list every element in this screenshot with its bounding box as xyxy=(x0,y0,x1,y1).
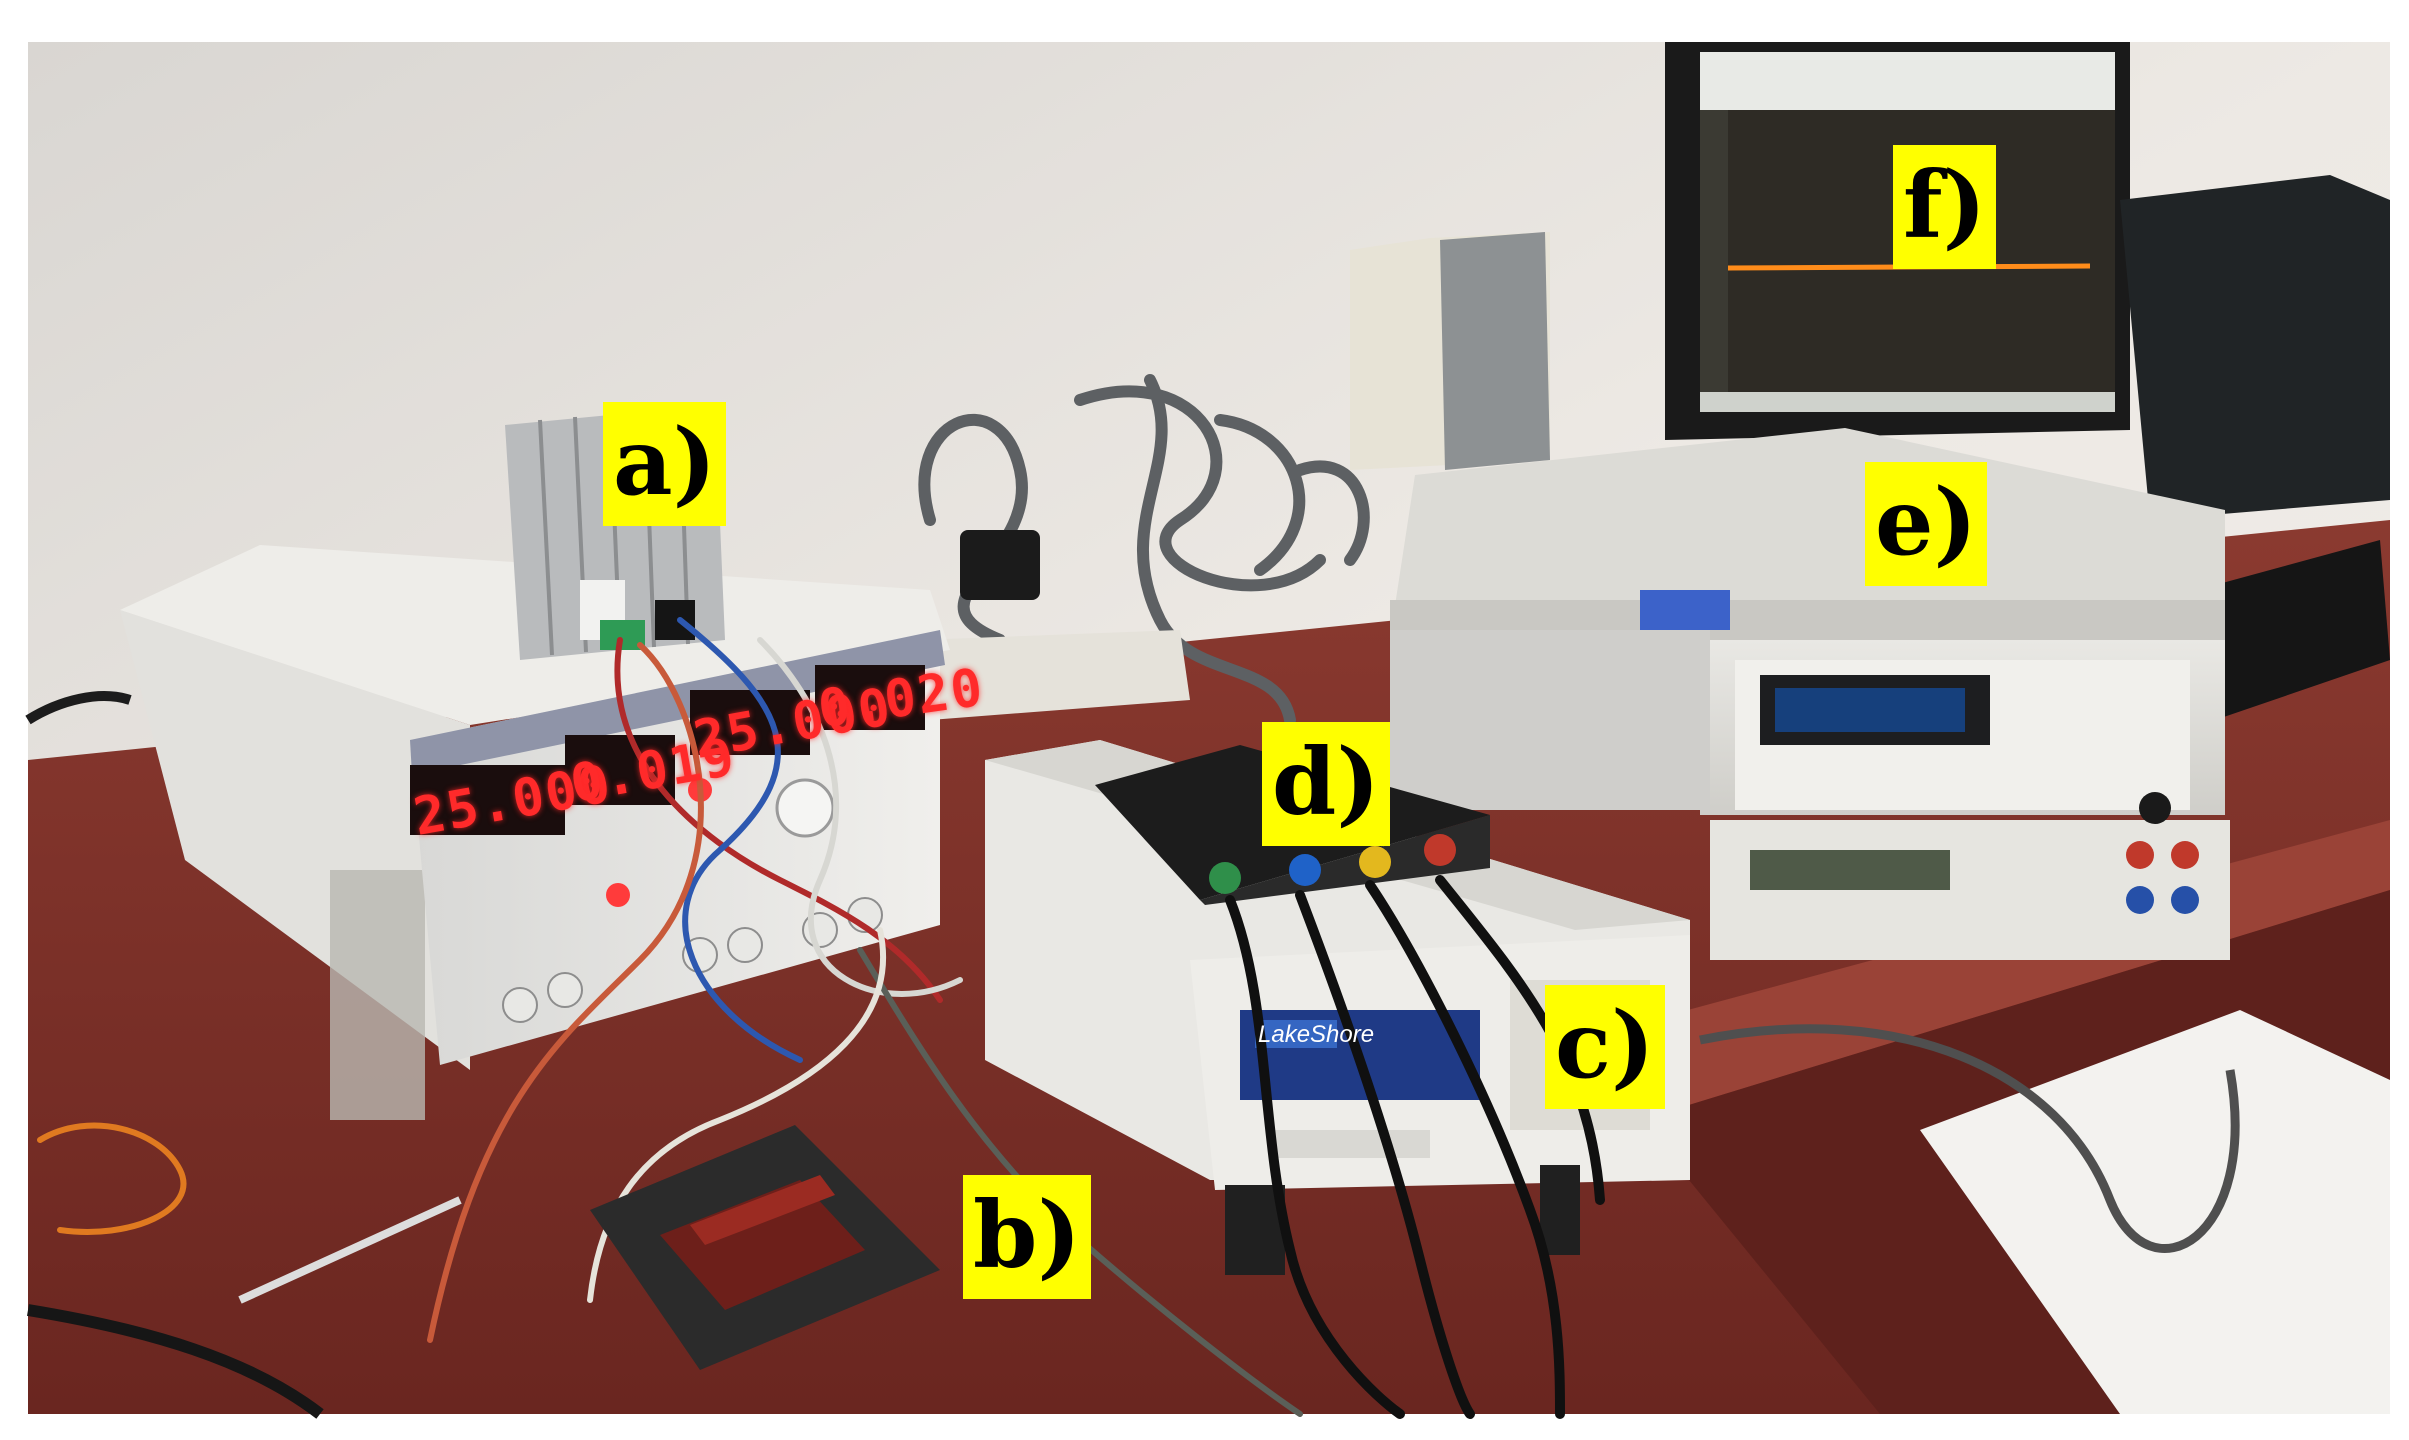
lakeshore-logo: LakeShore xyxy=(1258,1021,1375,1048)
label-e: e) xyxy=(1865,462,1988,586)
label-b: b) xyxy=(963,1175,1091,1299)
label-d: d) xyxy=(1262,722,1390,846)
label-c: c) xyxy=(1545,985,1665,1109)
label-a: a) xyxy=(603,402,727,526)
label-f: f) xyxy=(1893,145,1997,269)
